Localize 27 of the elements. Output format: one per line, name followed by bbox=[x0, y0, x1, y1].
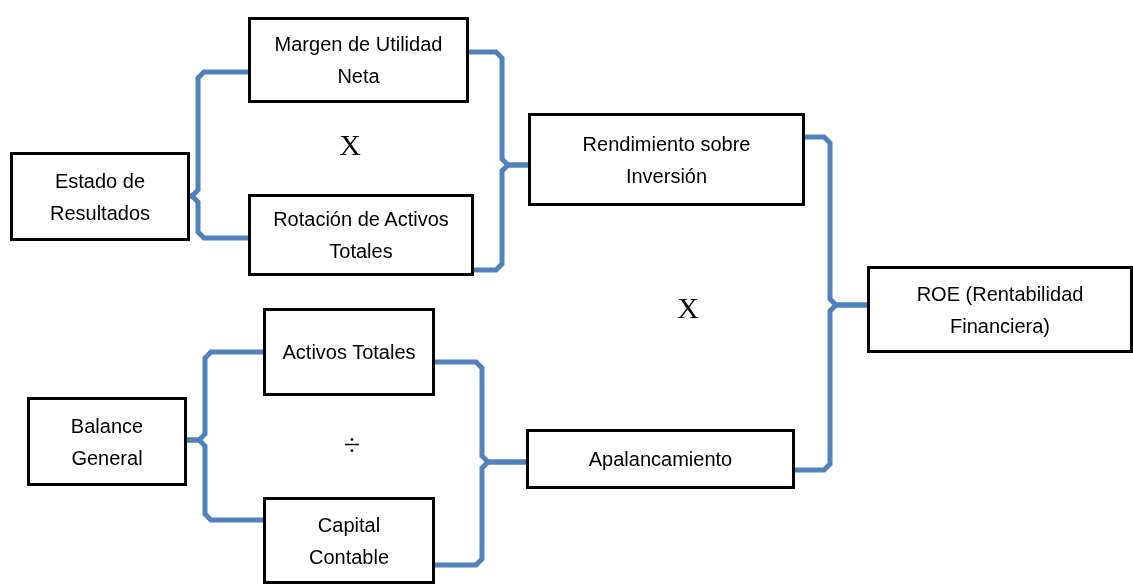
bracket-connector bbox=[187, 437, 263, 523]
bracket-connector bbox=[189, 193, 248, 241]
box-label: Margen de Utilidad Neta bbox=[273, 32, 444, 89]
process-box bbox=[526, 429, 795, 489]
process-box bbox=[248, 17, 469, 103]
operator-symbol: X bbox=[339, 128, 361, 162]
box-label: ROE (Rentabilidad Financiera) bbox=[915, 281, 1085, 339]
bracket-connector bbox=[474, 162, 528, 273]
box-label: Estado de Resultados bbox=[48, 168, 152, 226]
process-box bbox=[10, 152, 190, 241]
box-label: Capital Contable bbox=[307, 512, 391, 570]
process-box bbox=[867, 266, 1133, 353]
process-box bbox=[27, 397, 187, 486]
bracket-connector bbox=[189, 69, 248, 199]
box-label: Balance General bbox=[69, 413, 145, 471]
bracket-connector bbox=[795, 302, 867, 473]
process-box bbox=[528, 113, 805, 206]
operator-symbol: X bbox=[677, 291, 699, 325]
process-box bbox=[263, 497, 435, 584]
box-label: Activos Totales bbox=[281, 340, 417, 365]
box-label: Rotación de Activos Totales bbox=[272, 207, 450, 264]
box-label: Apalancamiento bbox=[587, 447, 734, 472]
bracket-connector bbox=[435, 459, 526, 568]
process-box bbox=[248, 194, 474, 276]
process-box bbox=[263, 308, 435, 396]
box-label: Rendimiento sobre Inversión bbox=[581, 131, 752, 189]
operator-symbol: ÷ bbox=[343, 428, 361, 462]
